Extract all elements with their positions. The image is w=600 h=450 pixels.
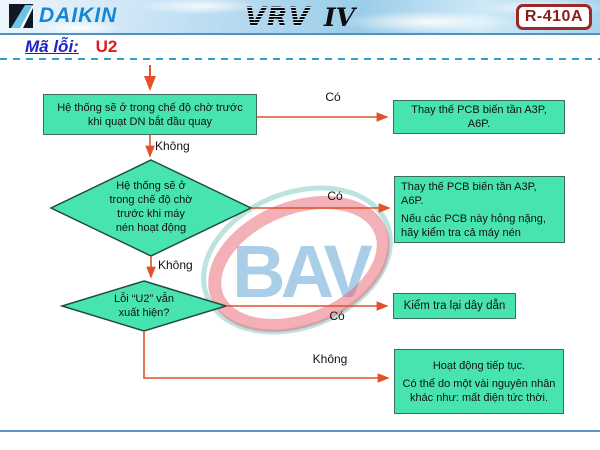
node-text: Hệ thống sẽ ở (116, 180, 186, 192)
branch-label-no-3: Không (312, 352, 348, 366)
node-text: Hoạt động tiếp tục. (432, 359, 526, 372)
node-operation-continues: Hoạt động tiếp tục. Có thể do một vài ng… (394, 349, 564, 414)
daikin-logo: DAIKIN (8, 3, 117, 29)
node-text: A6P. (467, 118, 491, 130)
node-error-persists-text: Lỗi “U2” vẫn xuất hiện? (94, 292, 194, 320)
node-text: Thay thế PCB biến tần A3P, A6P. (401, 180, 537, 207)
node-text: xuất hiện? (118, 307, 170, 319)
node-standby-fan: Hệ thống sẽ ở trong chế độ chờ trước khi… (43, 94, 257, 135)
branch-label-yes-3: Có (329, 309, 345, 323)
daikin-mark-icon (9, 4, 34, 28)
branch-label-no-1: Không (155, 139, 190, 153)
product-logo: VRV IV (0, 2, 600, 33)
node-replace-pcb: Thay thế PCB biến tần A3P, A6P. (393, 100, 565, 134)
node-text: Kiểm tra lại dây dẫn (403, 300, 506, 312)
node-text: Nếu các PCB này hỏng nặng, hãy kiểm tra … (401, 212, 546, 239)
error-code-label: Mã lỗi: (25, 37, 79, 56)
branch-label-no-2: Không (158, 258, 193, 272)
node-text: trước khi máy (117, 208, 185, 220)
watermark-teal-ring (201, 185, 393, 335)
dashed-separator (0, 58, 600, 60)
vrv-generation: IV (323, 3, 356, 32)
watermark-red-ring (208, 195, 390, 333)
daikin-wordmark: DAIKIN (39, 4, 118, 27)
vrv-wordmark: VRV (244, 2, 311, 33)
node-standby-compressor-text: Hệ thống sẽ ở trong chế độ chờ trước khi… (91, 179, 211, 235)
node-text: Có thể do một vài nguyên nhân khác như: … (402, 377, 556, 404)
error-code-line: Mã lỗi: U2 (25, 37, 117, 57)
branch-label-yes-1: Có (325, 90, 341, 104)
header-banner: DAIKIN VRV IV R-410A (0, 0, 600, 35)
node-text: Lỗi “U2” vẫn (114, 293, 174, 305)
node-text: Hệ thống sẽ ở trong chế độ chờ trước (57, 101, 243, 114)
bottom-rule (0, 430, 600, 432)
node-check-wiring: Kiểm tra lại dây dẫn (393, 293, 516, 319)
node-text: khi quạt DN bắt đầu quay (87, 115, 213, 128)
refrigerant-badge: R-410A (515, 4, 592, 30)
error-code-value: U2 (95, 37, 118, 56)
node-text: Thay thế PCB biến tần A3P, (411, 104, 547, 116)
arrow-decision2-no (143, 331, 390, 383)
node-text: nén hoạt động (115, 222, 187, 234)
node-replace-pcb-check-compressor: Thay thế PCB biến tần A3P, A6P. Nếu các … (394, 176, 565, 243)
node-text: trong chế độ chờ (109, 194, 193, 206)
branch-label-yes-2: Có (327, 189, 343, 203)
